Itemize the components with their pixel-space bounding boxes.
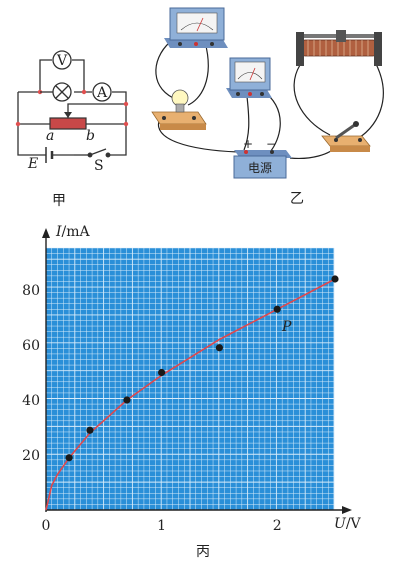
graph: 0 1 2 20 40 60 80	[22, 228, 352, 534]
battery-symbol	[45, 147, 54, 163]
ammeter-device	[226, 57, 272, 98]
ammeter-label: A	[96, 85, 108, 101]
lamp-symbol	[52, 82, 72, 102]
switch-device	[321, 121, 371, 152]
terminal-b-label: b	[86, 128, 95, 144]
lamp-device	[151, 89, 207, 130]
y-axis-var: I	[55, 224, 62, 240]
x-axis-unit: /V	[346, 516, 362, 532]
power-label: 电源	[248, 161, 272, 175]
data-point	[331, 275, 339, 283]
circuit-diagram	[17, 59, 127, 156]
y-axis-label: I/mA	[55, 224, 91, 240]
switch-label: S	[94, 158, 104, 174]
apparatus-illustration	[151, 7, 384, 179]
rheostat-device	[296, 30, 382, 66]
fit-curve	[45, 278, 336, 511]
data-point	[65, 454, 73, 462]
power-supply-device	[233, 150, 292, 179]
battery-label: E	[27, 156, 38, 172]
switch-symbol	[87, 148, 111, 158]
voltmeter-device	[164, 7, 228, 48]
data-point	[123, 396, 131, 404]
voltmeter-label: V	[56, 53, 68, 69]
x-axis-label: U/V	[334, 516, 362, 532]
circuit-panel-label: 甲	[52, 193, 66, 209]
y-tick-label: 80	[22, 283, 40, 299]
y-tick-label: 40	[22, 393, 40, 409]
ticks: 0 1 2 20 40 60 80	[22, 283, 281, 534]
y-tick-label: 60	[22, 338, 40, 354]
slider-arrow	[64, 112, 72, 118]
data-points	[65, 275, 339, 462]
y-axis-unit: /mA	[62, 224, 91, 240]
power-minus-label: −	[266, 137, 276, 151]
y-tick-label: 20	[22, 448, 40, 464]
voltmeter-symbol	[52, 50, 72, 70]
circuit-junctions	[15, 89, 129, 127]
x-tick-label: 0	[42, 518, 51, 534]
data-point	[273, 305, 281, 313]
data-point	[86, 426, 94, 434]
power-plus-label: +	[243, 137, 253, 151]
data-point	[158, 368, 166, 377]
apparatus-panel-label: 乙	[290, 191, 304, 207]
graph-panel-label: 丙	[196, 544, 210, 560]
terminal-a-label: a	[46, 128, 54, 144]
y-axis-arrow	[42, 228, 50, 238]
x-tick-label: 2	[273, 518, 282, 534]
point-p-label: P	[281, 319, 292, 335]
rheostat-symbol	[49, 117, 87, 130]
x-tick-label: 1	[157, 518, 166, 534]
x-axis-arrow	[342, 506, 352, 514]
x-axis-var: U	[334, 516, 347, 532]
data-point	[215, 344, 223, 352]
ammeter-symbol	[92, 82, 112, 102]
